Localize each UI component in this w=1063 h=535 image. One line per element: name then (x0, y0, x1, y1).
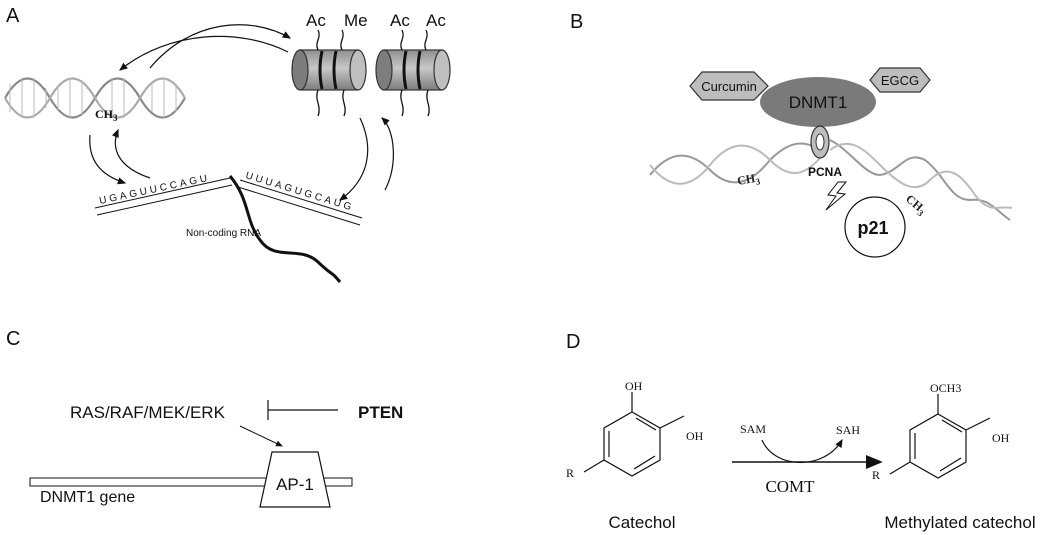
pcna-label: PCNA (808, 165, 842, 179)
product-och3: OCH3 (930, 381, 961, 395)
cycle-arrows (89, 24, 394, 201)
histone-tails (316, 29, 430, 117)
activation-arrow (239, 425, 283, 447)
panel-b: B CH3 CH3 Curcumin EGCG DNMT1 PCN (570, 11, 1013, 258)
p21-protein: p21 (844, 196, 906, 258)
curcumin-hexagon: Curcumin (689, 71, 769, 101)
dnmt1-gene-bar (29, 477, 353, 487)
rna-sequence-right: UUUAGUGCAUG (244, 170, 355, 214)
methylated-catechol-structure (889, 394, 991, 479)
catechol-oh-top: OH (625, 379, 643, 393)
ch3-label-b-right: CH3 (902, 192, 930, 219)
egcg-hexagon: EGCG (869, 67, 931, 93)
histone-1 (291, 49, 367, 91)
panel-c: C RAS/RAF/MEK/ERK PTEN AP-1 DNMT1 gene (6, 328, 403, 508)
catechol-oh-right: OH (686, 429, 704, 443)
ch3-label-a: CH3 (95, 107, 118, 123)
dnmt1-label: DNMT1 (789, 93, 848, 112)
product-r: R (872, 468, 880, 482)
panel-a: A CH3 (4, 5, 451, 283)
mod-ac-3: Ac (426, 11, 446, 30)
product-oh: OH (992, 431, 1010, 445)
dnmt1-enzyme: DNMT1 (760, 77, 876, 127)
ap1-label: AP-1 (276, 475, 314, 494)
egcg-label: EGCG (881, 73, 919, 88)
inhibition-bolt-icon (825, 181, 848, 211)
sah-label: SAH (836, 423, 860, 437)
sam-label: SAM (740, 422, 766, 436)
pathway-label: RAS/RAF/MEK/ERK (70, 403, 226, 422)
pcna-ring: PCNA (808, 125, 842, 179)
cofactor-arc (761, 438, 843, 463)
pten-label: PTEN (358, 403, 403, 422)
noncoding-rna-label: Non-coding RNA (186, 228, 261, 239)
panel-c-label: C (6, 328, 20, 350)
panel-b-label: B (570, 11, 583, 33)
gene-label: DNMT1 gene (40, 489, 135, 506)
catechol-structure (583, 392, 685, 477)
dna-helix-b (649, 139, 1013, 221)
panel-d: D OH OH R Catechol SAM SAH COMT (566, 331, 1036, 532)
histone-2 (375, 49, 451, 91)
mod-ac-2: Ac (390, 11, 410, 30)
p21-label: p21 (857, 218, 888, 238)
panel-a-label: A (6, 5, 20, 27)
dna-helix-a (4, 77, 186, 119)
ap1-trapezoid (259, 451, 331, 508)
methylated-catechol-label: Methylated catechol (884, 513, 1035, 532)
ch3-label-b-left: CH3 (736, 170, 761, 190)
catechol-r: R (566, 466, 574, 480)
noncoding-rna-tail (228, 175, 342, 283)
mod-me: Me (344, 11, 368, 30)
catechol-label: Catechol (608, 513, 675, 532)
curcumin-label: Curcumin (701, 79, 757, 94)
mod-ac-1: Ac (306, 11, 326, 30)
comt-label: COMT (765, 477, 815, 496)
panel-d-label: D (566, 331, 580, 353)
